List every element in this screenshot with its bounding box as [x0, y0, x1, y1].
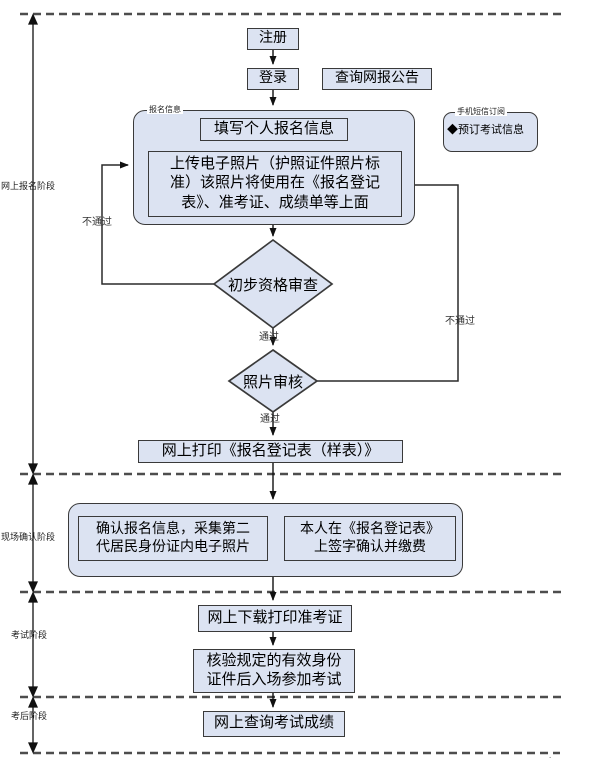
node-print-form: 网上打印《报名登记表（样表）》: [138, 440, 403, 463]
edge-label-fail-right: 不通过: [445, 316, 475, 327]
node-photo-review: 照片审核: [242, 374, 303, 391]
node-qualification-review: 初步资格审查: [227, 277, 318, 294]
edge-label-pass-2: 通过: [260, 414, 280, 425]
node-check-notice: 查询网报公告: [322, 68, 432, 90]
node-query-score: 网上查询考试成绩: [203, 711, 345, 737]
stage-label-online-registration: 网上报名阶段: [1, 181, 56, 191]
stage-label-onsite-confirmation: 现场确认阶段: [1, 532, 56, 542]
node-fill-info: 填写个人报名信息: [200, 118, 348, 141]
node-upload-photo: 上传电子照片（护照证件照片标 准）该照片将使用在《报名登记 表》、准考证、成绩单…: [148, 151, 402, 217]
stage-span-arrows: [27, 13, 39, 754]
stage-label-post-exam: 考后阶段: [11, 711, 48, 721]
diamond-photo-review: [227, 348, 319, 414]
node-register: 注册: [247, 28, 299, 50]
node-verify-id: 核验规定的有效身份 证件后入场参加考试: [193, 649, 355, 693]
node-download-ticket: 网上下载打印准考证: [198, 605, 352, 632]
decision-diamonds: [212, 238, 334, 414]
scan-artifact-mark: .: [549, 750, 552, 760]
node-confirm-info: 确认报名信息，采集第二 代居民身份证内电子照片: [78, 516, 268, 561]
node-login: 登录: [247, 68, 299, 90]
group-sms-subscription-label: 手机短信订阅: [455, 107, 507, 116]
stage-label-exam: 考试阶段: [11, 630, 48, 640]
stage-separator-lines: [20, 12, 565, 755]
group-registration-info-label: 报名信息: [147, 105, 183, 114]
sms-subscription-content: ◆预订考试信息: [447, 124, 524, 136]
group-sms-subscription: [443, 112, 538, 152]
node-sign-and-pay: 本人在《报名登记表》 上签字确认并缴费: [284, 516, 456, 561]
feedback-loops: [101, 161, 459, 382]
edge-label-fail-left: 不通过: [82, 217, 112, 228]
diamond-qualification-review: [212, 238, 334, 330]
edge-label-pass-1: 通过: [259, 332, 279, 343]
